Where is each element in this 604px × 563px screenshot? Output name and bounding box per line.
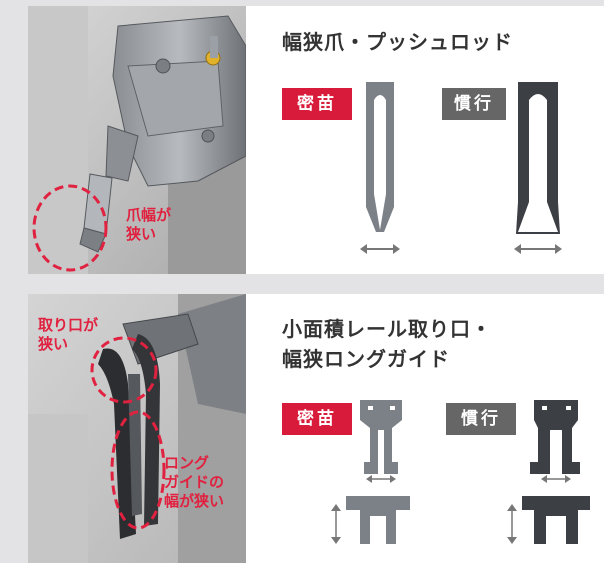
- badge-kankou-1: 慣行: [442, 88, 506, 120]
- narrow-rail-gap-arrow: [366, 475, 396, 483]
- claw-width-callout: 爪幅が 狭い: [126, 206, 171, 244]
- callout-line-3: 幅が狭い: [164, 492, 225, 510]
- callout-line-2: 狭い: [126, 225, 157, 243]
- section2-title-line-1: 小面積レール取り口・: [282, 317, 492, 341]
- claw-highlight-circle: [32, 184, 108, 272]
- rail-opening-callout: 取り口が 狭い: [38, 316, 98, 354]
- section2-title-line-2: 幅狭ロングガイド: [282, 347, 450, 371]
- rail-highlight-circles: [90, 336, 166, 530]
- wide-rail-gap-arrow: [541, 475, 571, 483]
- callout-line-1: 爪幅が: [126, 206, 172, 224]
- planting-claw-mechanism-image: [28, 6, 246, 274]
- wide-rail-side-diagram: [522, 496, 590, 544]
- badge-mitsunae-1: 密苗: [282, 88, 352, 120]
- narrow-rail-top-diagram: [360, 400, 402, 474]
- callout-line-2: ガイドの: [164, 473, 225, 491]
- wide-rail-top-diagram: [530, 400, 580, 474]
- callout-line-1: ロング: [164, 454, 210, 472]
- wide-claw-diagram: [516, 82, 560, 234]
- rail-guide-mechanism-image: [28, 294, 246, 563]
- section2-photo: [28, 294, 246, 563]
- wide-rail-height-arrow: [507, 504, 517, 544]
- callout-line-1: 取り口が: [38, 316, 99, 334]
- long-guide-callout: ロング ガイドの 幅が狭い: [164, 454, 224, 511]
- narrow-rail-side-diagram: [346, 496, 410, 544]
- badge-mitsunae-2: 密苗: [282, 403, 352, 435]
- callout-line-2: 狭い: [38, 335, 69, 353]
- badge-kankou-2: 慣行: [446, 403, 516, 435]
- narrow-claw-width-arrow: [360, 244, 400, 254]
- section1-title: 幅狭爪・プッシュロッド: [282, 30, 513, 54]
- wide-claw-width-arrow: [514, 244, 562, 254]
- narrow-claw-diagram: [366, 82, 394, 232]
- section1-photo: [28, 6, 246, 274]
- narrow-rail-height-arrow: [331, 504, 341, 544]
